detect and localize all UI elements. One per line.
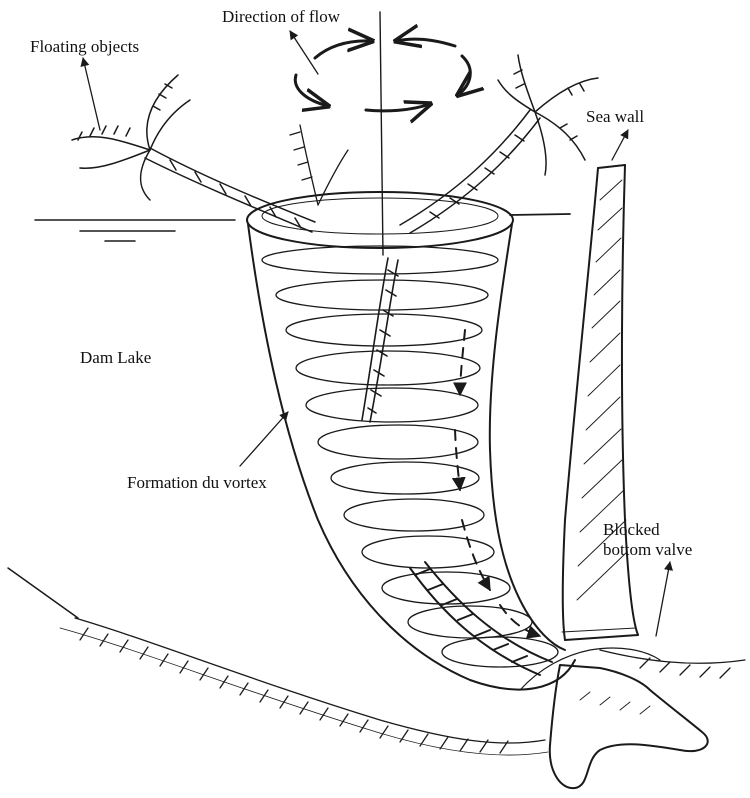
pointer-seawall [612, 130, 628, 160]
downward-flow-arrows [455, 330, 540, 636]
pointer-vortex [240, 412, 288, 466]
vortex-spiral-rings [262, 246, 558, 667]
label-direction-of-flow: Direction of flow [222, 7, 340, 27]
pointer-flow [290, 31, 318, 74]
ground-pointer-line [8, 568, 78, 618]
label-valve-line2: bottom valve [603, 540, 692, 560]
sea-wall [562, 165, 638, 640]
water-level-symbol [35, 220, 235, 241]
label-dam-lake: Dam Lake [80, 348, 151, 368]
vortex-axis [380, 12, 383, 255]
label-valve-line1: Blocked [603, 520, 692, 540]
pointer-valve [656, 562, 670, 636]
flow-direction-arrows [295, 39, 470, 111]
floating-palm-left [72, 75, 315, 232]
pointer-floating [83, 58, 100, 130]
label-floating-objects: Floating objects [30, 37, 139, 57]
label-blocked-bottom-valve: Blocked bottom valve [603, 520, 692, 559]
label-vortex-formation: Formation du vortex [127, 473, 267, 493]
outlet-base [520, 648, 708, 788]
label-sea-wall: Sea wall [586, 107, 644, 127]
sinking-trunk [362, 258, 398, 422]
water-surface-right [510, 214, 570, 215]
